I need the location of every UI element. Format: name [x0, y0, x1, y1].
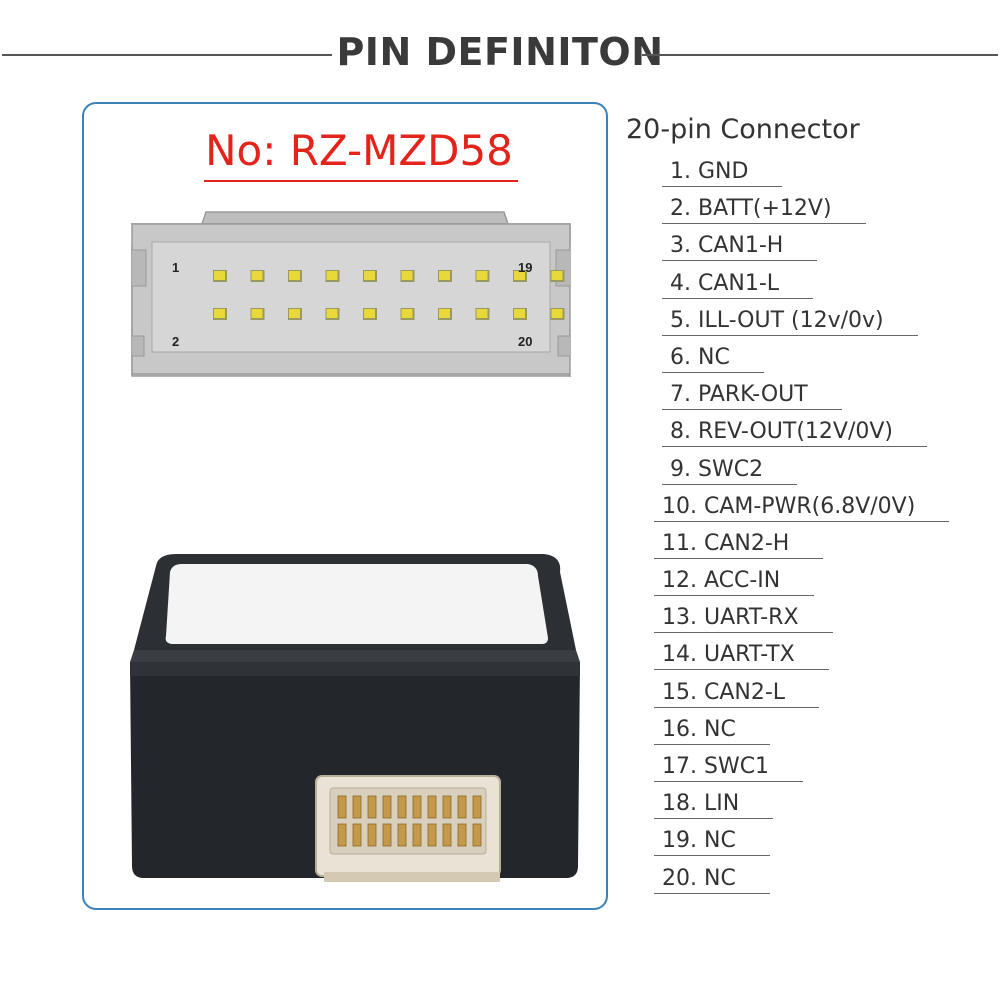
pin-item: 12. ACC-IN — [654, 568, 994, 605]
header-pin — [337, 795, 347, 819]
pin-contact — [214, 309, 225, 318]
pin-item: 14. UART-TX — [654, 642, 994, 679]
pin-item: 16. NC — [654, 717, 994, 754]
pin-label-20: 20 — [518, 334, 532, 349]
pin-item: 7. PARK-OUT — [662, 382, 994, 419]
pin-contact — [401, 309, 413, 318]
header-pin — [397, 823, 407, 847]
pin-item: 9. SWC2 — [662, 457, 994, 494]
pin-label: 15. CAN2-L — [654, 680, 820, 708]
harness-connector — [315, 775, 501, 882]
header-pin — [397, 795, 407, 819]
pin-contact — [364, 309, 375, 318]
header-pin — [457, 795, 467, 819]
header-pin — [472, 823, 482, 847]
pin-label: 19. NC — [654, 828, 770, 857]
header-pin — [352, 795, 362, 819]
pin-label: 7. PARK-OUT — [662, 382, 842, 411]
pin-item: 19. NC — [654, 828, 994, 865]
pin-label: 8. REV-OUT(12V/0V) — [662, 419, 928, 448]
pin-item: 8. REV-OUT(12V/0V) — [662, 419, 994, 456]
pin-item: 15. CAN2-L — [654, 680, 994, 717]
header-pin — [427, 823, 437, 847]
pin-label: 13. UART-RX — [654, 605, 833, 634]
pin-label: 12. ACC-IN — [654, 568, 815, 597]
pin-contacts — [213, 270, 565, 320]
header-pin — [412, 823, 422, 847]
header-pin — [382, 795, 392, 819]
pin-label: 18. LIN — [654, 791, 774, 820]
pin-contact — [476, 309, 488, 318]
pin-label: 16. NC — [654, 717, 770, 745]
title-rule-right — [642, 54, 998, 56]
pin-contact — [514, 271, 525, 280]
pin-contact — [514, 309, 525, 318]
pin-contact — [439, 309, 450, 318]
pin-item: 1. GND — [662, 159, 994, 196]
pin-contact — [401, 271, 413, 280]
pin-item: 6. NC — [662, 345, 994, 382]
pinout-panel: 20-pin Connector 1. GND 2. BATT(+12V) 3. C… — [624, 114, 994, 903]
pin-label: 3. CAN1-H — [662, 233, 818, 262]
header-pin — [427, 795, 437, 819]
pinout-heading: 20-pin Connector — [626, 114, 860, 145]
pin-label: 17. SWC1 — [654, 754, 804, 782]
pin-item: 20. NC — [654, 866, 994, 903]
pin-item: 4. CAN1-L — [662, 271, 994, 308]
title-rule-left — [2, 54, 332, 56]
pin-label: 20. NC — [654, 866, 770, 894]
pin-contact — [251, 271, 263, 280]
pin-label: 10. CAM-PWR(6.8V/0V) — [654, 494, 950, 522]
header-pin — [367, 823, 377, 847]
pin-item: 18. LIN — [654, 791, 994, 828]
pin-label: 2. BATT(+12V) — [662, 196, 866, 225]
header-pin — [442, 795, 452, 819]
pin-label-19: 19 — [518, 260, 532, 275]
pin-contact — [476, 271, 488, 280]
model-underline — [204, 180, 518, 182]
pin-contact — [551, 309, 563, 318]
pin-label: 11. CAN2-H — [654, 531, 824, 559]
product-panel: No: RZ-MZD58 1 19 2 20 — [82, 102, 608, 910]
pin-label-2: 2 — [172, 334, 179, 349]
pin-contact — [214, 271, 225, 280]
pin-item: 13. UART-RX — [654, 605, 994, 642]
pin-contact — [289, 309, 300, 318]
pin-label: 4. CAN1-L — [662, 271, 814, 299]
header-pin — [472, 795, 482, 819]
device-photo — [130, 554, 580, 882]
pin-contact — [326, 271, 338, 280]
pin-label-1: 1 — [172, 260, 179, 275]
header-pin — [367, 795, 377, 819]
pin-item: 2. BATT(+12V) — [662, 196, 994, 233]
pin-contact — [551, 271, 563, 280]
header-pin — [442, 823, 452, 847]
pin-contact — [326, 309, 338, 318]
pin-contact — [364, 271, 375, 280]
pin-label: 9. SWC2 — [662, 457, 798, 485]
connector-diagram: 1 19 2 20 — [130, 211, 572, 377]
header-pin — [352, 823, 362, 847]
header-pin — [382, 823, 392, 847]
pin-item: 10. CAM-PWR(6.8V/0V) — [654, 494, 994, 531]
header-pin — [412, 795, 422, 819]
model-number: No: RZ-MZD58 — [205, 126, 513, 175]
pin-label: 14. UART-TX — [654, 642, 829, 671]
pin-label: 1. GND — [662, 159, 783, 187]
pin-label: 6. NC — [662, 345, 764, 373]
pin-contact — [251, 309, 263, 318]
pin-list: 1. GND 2. BATT(+12V) 3. CAN1-H 4. CAN1-L 5. … — [624, 159, 994, 903]
pin-item: 5. ILL-OUT (12v/0v) — [662, 308, 994, 345]
header-pin — [457, 823, 467, 847]
pin-contact — [439, 271, 450, 280]
page-title: PIN DEFINITON — [336, 30, 664, 74]
pin-label: 5. ILL-OUT (12v/0v) — [662, 308, 918, 336]
pin-item: 3. CAN1-H — [662, 233, 994, 270]
pin-item: 11. CAN2-H — [654, 531, 994, 568]
pin-item: 17. SWC1 — [654, 754, 994, 791]
header-pin — [337, 823, 347, 847]
pin-contact — [289, 271, 300, 280]
